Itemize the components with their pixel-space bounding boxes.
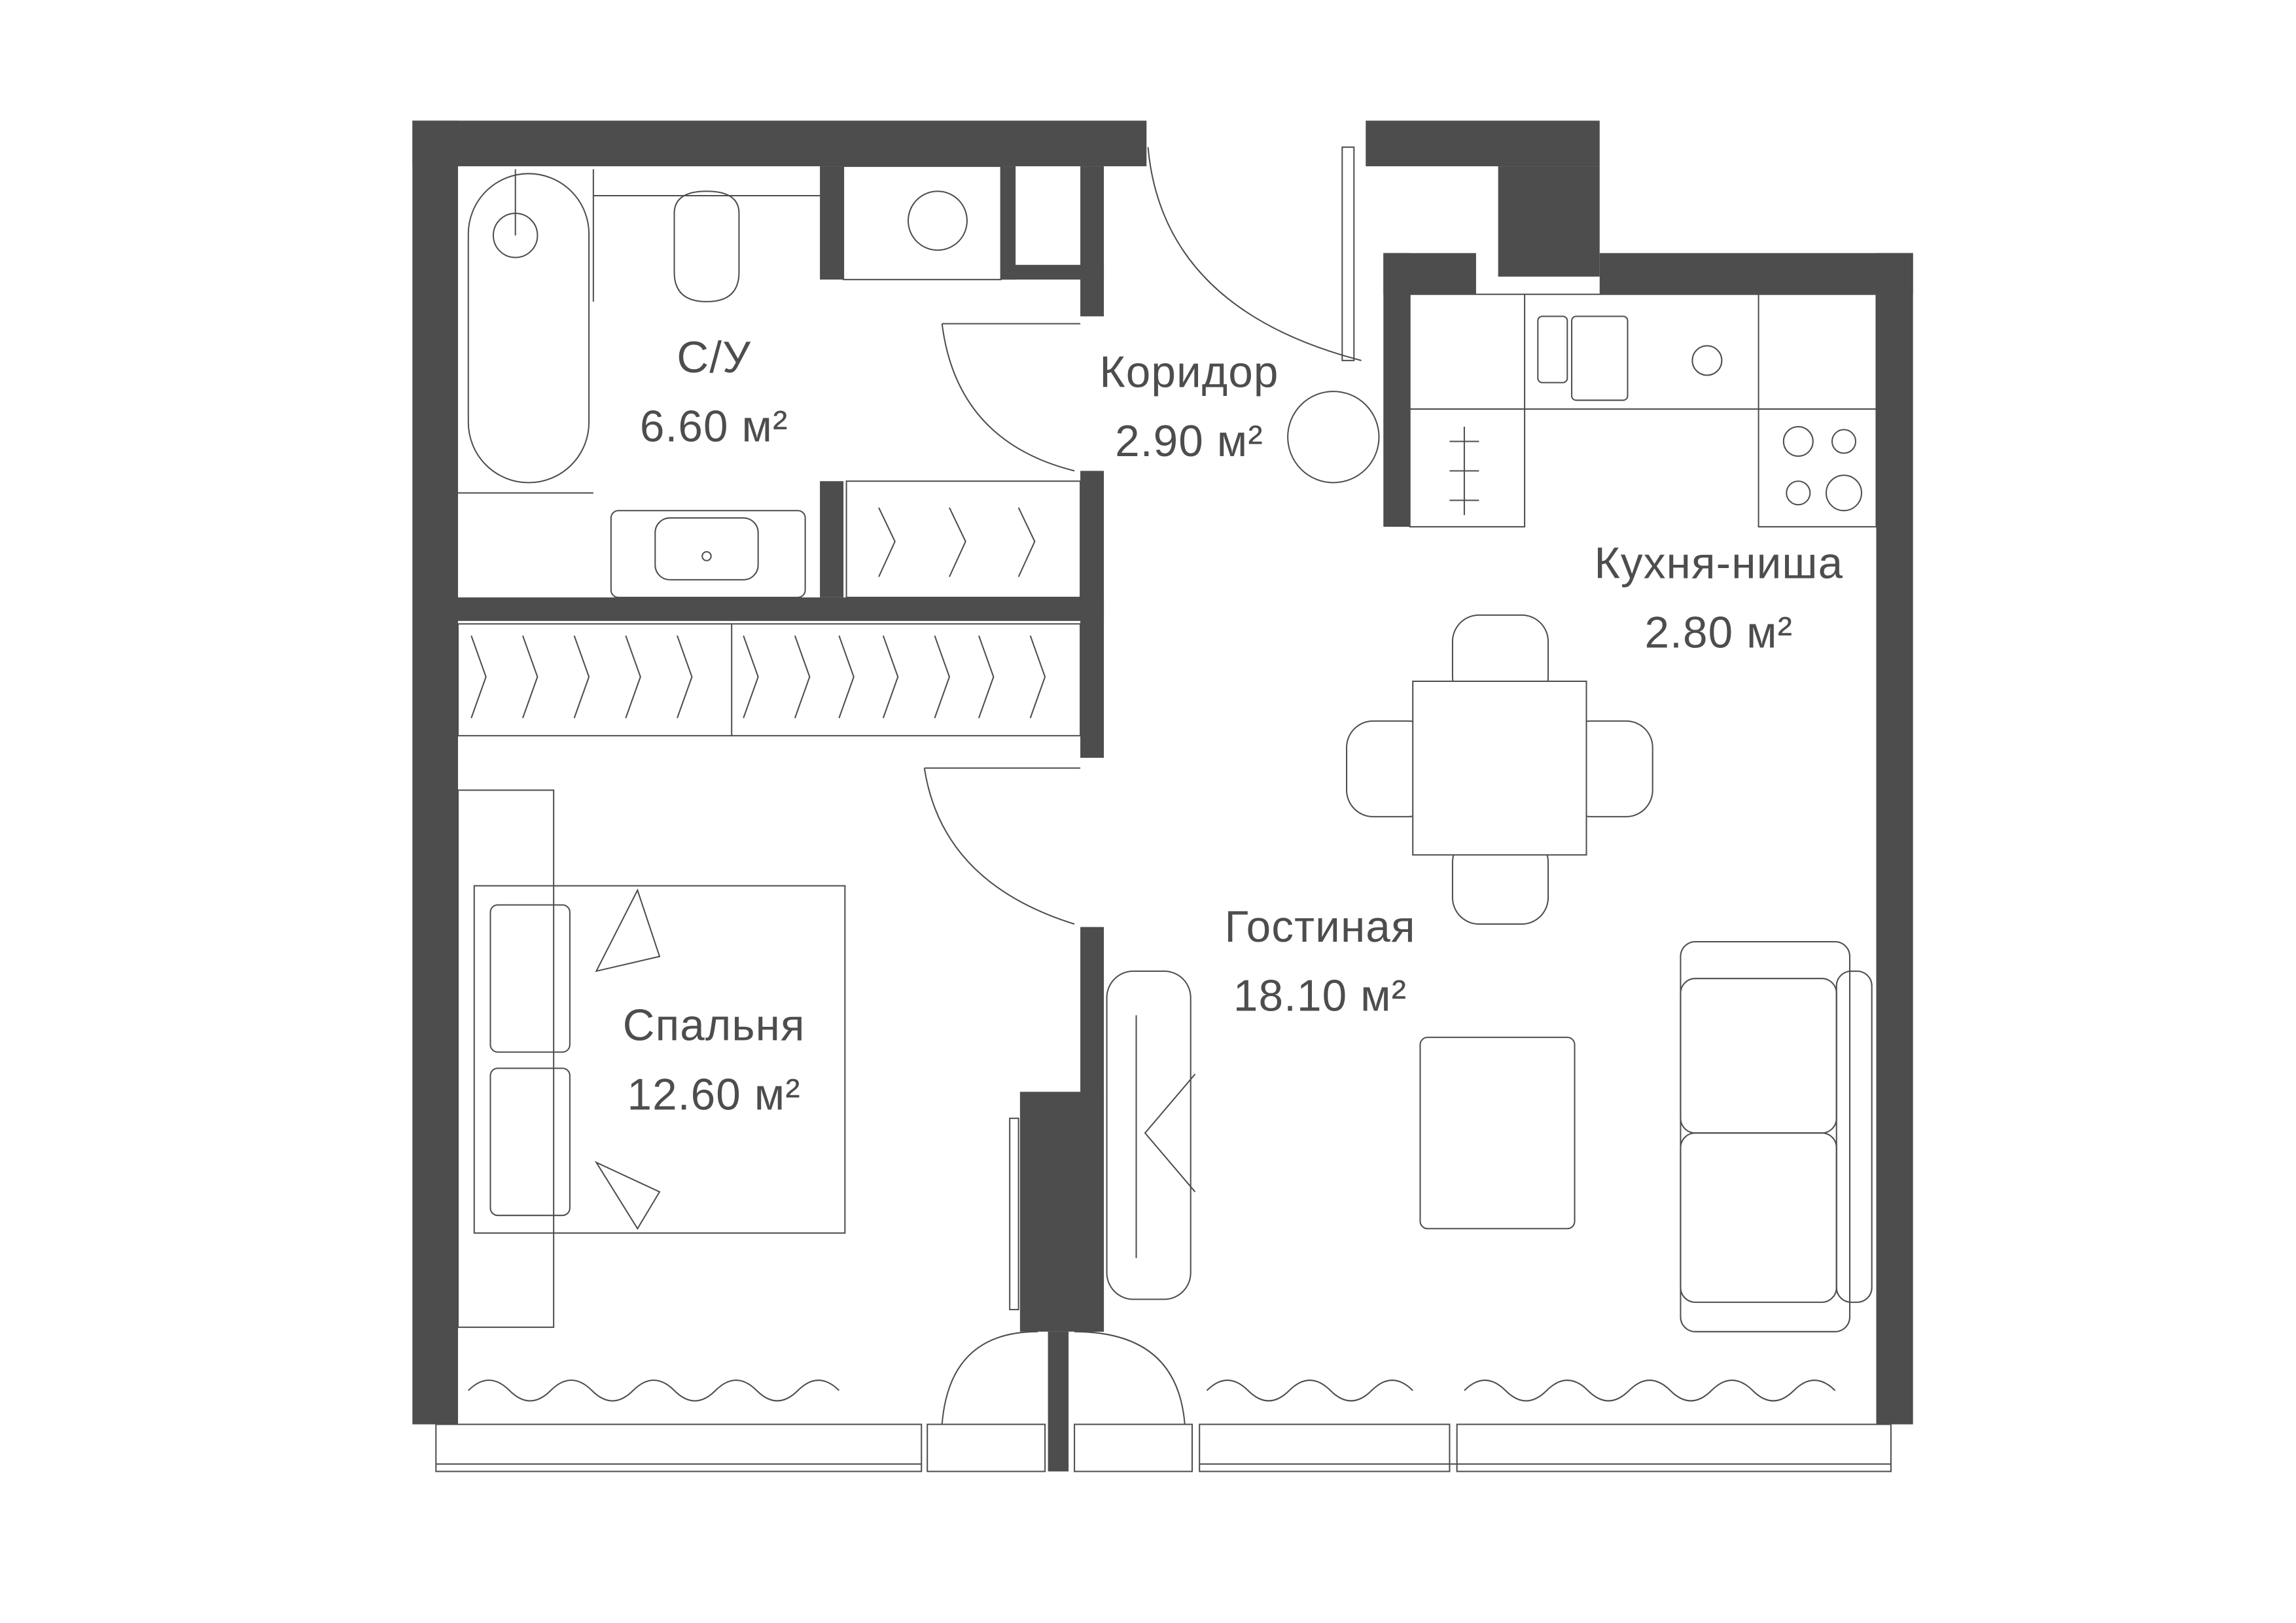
bathroom-fixtures: [457, 166, 1002, 598]
curtains: [468, 1380, 1836, 1402]
room-name-bathroom: С/У: [677, 333, 751, 382]
room-area-bedroom: 12.60 м²: [627, 1070, 801, 1119]
round-table: [1287, 391, 1380, 484]
windows: [435, 1423, 1892, 1472]
living-furniture: [1106, 940, 1873, 1332]
room-area-living: 18.10 м²: [1233, 972, 1407, 1021]
wardrobes: [457, 480, 1082, 737]
room-name-kitchen: Кухня-ниша: [1595, 539, 1844, 588]
room-name-living: Гостиная: [1225, 902, 1416, 952]
room-area-bathroom: 6.60 м²: [640, 402, 788, 452]
room-area-kitchen: 2.80 м²: [1645, 608, 1793, 657]
dining-set: [1346, 614, 1653, 925]
room-labels: С/У 6.60 м² Коридор 2.90 м² Кухня-ниша 2…: [623, 333, 1843, 1119]
washing-machine-icon: [907, 190, 968, 251]
room-area-corridor: 2.90 м²: [1115, 417, 1263, 466]
bed: [457, 789, 846, 1329]
walls: [412, 120, 1913, 1472]
room-name-bedroom: Спальня: [623, 1001, 805, 1050]
kitchen-counter: [1409, 293, 1877, 527]
doors: [923, 146, 1362, 1425]
room-name-corridor: Коридор: [1099, 348, 1279, 397]
